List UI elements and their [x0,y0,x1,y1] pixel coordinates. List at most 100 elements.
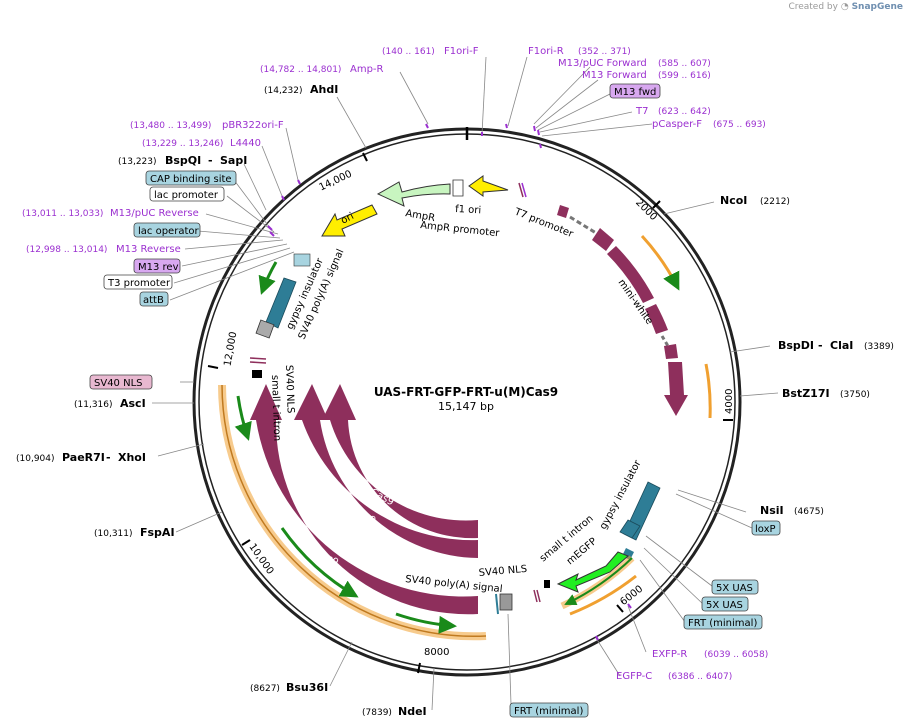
orange-arc-3 [569,574,637,616]
mini-white-seg-4[interactable] [645,304,668,334]
orange-arc-1 [640,234,680,291]
sv40nls-mark-b [536,589,541,603]
box-lac-promoter[interactable]: lac promoter [154,190,219,201]
site-clai[interactable]: ClaI [830,339,853,352]
primer-m13-fwd-coord: (599 .. 616) [658,71,711,81]
site-nsii[interactable]: NsiI [760,504,784,517]
site-asci-coord: (11,316) [74,400,113,410]
site-ahdi[interactable]: AhdI [310,83,338,96]
site-fspai[interactable]: FspAI [140,526,175,539]
site-bstz17i-coord: (3750) [840,390,870,400]
label-sv40-nls-2: SV40 NLS [478,564,527,579]
primer-l4440-coord: (13,229 .. 13,246) [142,139,223,149]
green-arrow-3 [395,612,457,634]
frt-mark-bottom [495,593,499,615]
primer-ticks [267,123,632,641]
primer-t7-coord: (623 .. 642) [658,107,711,117]
box-m13rev[interactable]: M13 rev [138,262,179,273]
box-lac-operator[interactable]: lac operator [138,226,199,237]
box-m13fwd[interactable]: M13 fwd [614,87,656,98]
green-arrow-1 [234,395,252,441]
box-5xuas-1[interactable]: 5X UAS [716,583,753,594]
primer-ampr: Amp-R [350,64,384,75]
box-frt-minimal-2[interactable]: FRT (minimal) [514,706,583,717]
site-clai-coord: (3389) [864,342,894,352]
f1ori-feature[interactable] [468,175,509,197]
primer-m13puc-rev-coord: (13,011 .. 13,033) [22,209,103,219]
box-t3-promoter[interactable]: T3 promoter [107,278,171,289]
primer-m13-rev: M13 Reverse [116,244,181,255]
mini-white-intron-2 [660,335,670,347]
primer-f1orir: F1ori-R [528,46,564,57]
gypsy-insulator-1[interactable] [265,277,297,329]
sv40nls-mark-left-a [249,357,267,360]
cas9-highlight-line [221,384,487,638]
primer-f1orir-coord: (352 .. 371) [578,47,631,57]
small-t-intron-left [252,370,262,378]
site-bspqi-coord: (13,223) [118,157,157,167]
t7-promoter-mark-2 [521,182,527,198]
primer-exfpr-coord: (6039 .. 6058) [704,650,768,660]
primer-labels: (140 .. 161) F1ori-F F1ori-R (352 .. 371… [22,46,768,682]
box-cap-binding-site[interactable]: CAP binding site [150,174,232,185]
tick-8000: 8000 [424,647,449,658]
mini-white-seg-3[interactable] [607,246,654,303]
box-frt-minimal-1[interactable]: FRT (minimal) [688,618,757,629]
site-bsu36i[interactable]: Bsu36I [286,681,328,694]
mini-white-seg-5[interactable] [664,344,678,359]
site-xhoi[interactable]: XhoI [118,451,146,464]
label-ori: ori [339,211,356,227]
orange-arc-2 [704,363,712,419]
box-loxp[interactable]: loxP [755,524,776,535]
primer-l4440: L4440 [230,138,261,149]
tick-4000: 4000 [724,389,735,414]
primer-egfpc: EGFP-C [616,671,652,682]
site-bsu36i-coord: (8627) [250,684,280,694]
lac-region-box [293,253,311,267]
primer-m13puc-fwd-coord: (585 .. 607) [658,59,711,69]
sv40nls-mark-a [533,589,538,603]
ampr-promoter-feature[interactable] [452,179,464,197]
box-attb[interactable]: attB [143,295,164,306]
credit-brand: SnapGene [851,2,903,12]
mini-white-arrow[interactable] [664,362,688,416]
site-ncoi-coord: (2212) [760,197,790,207]
primer-f1orif: F1ori-F [444,46,479,57]
box-sv40-nls[interactable]: SV40 NLS [94,378,143,389]
snapgene-credit: Created by ◔ SnapGene [788,2,903,12]
plasmid-name: UAS-FRT-GFP-FRT-u(M)Cas9 [374,385,558,399]
sv40-polya-1-box[interactable] [255,319,275,339]
site-ncoi[interactable]: NcoI [720,194,747,207]
mini-white-seg-2[interactable] [592,228,614,251]
box-5xuas-2[interactable]: 5X UAS [706,600,743,611]
label-sv40-nls-1: SV40 NLS [283,365,296,414]
site-labels: (14,232) AhdI (13,223) BspQI - SapI NcoI… [16,83,894,718]
cas9-middle-arc[interactable] [294,384,478,558]
site-sapi[interactable]: SapI [220,154,247,167]
primer-pbr322-coord: (13,480 .. 13,499) [130,121,211,131]
primer-ampr-coord: (14,782 .. 14,801) [260,65,341,75]
cas9-inner-arc[interactable] [322,384,478,539]
primer-f1orif-coord: (140 .. 161) [382,47,435,57]
snapgene-logo-icon: ◔ [840,2,849,12]
green-arrow-2 [280,527,359,598]
site-paer7i[interactable]: PaeR7I [62,451,105,464]
site-ndei[interactable]: NdeI [398,705,427,718]
site-asci[interactable]: AscI [120,397,146,410]
primer-m13puc-rev: M13/pUC Reverse [110,208,199,219]
mini-white-seg-1[interactable] [557,205,569,218]
site-paer7i-sep: - [106,451,111,464]
ampr-feature[interactable] [376,181,451,207]
megfp-feature[interactable] [556,551,629,593]
cas9-outer-arc[interactable] [250,384,478,615]
gypsy-insulator-2b[interactable] [619,519,641,539]
primer-exfpr: EXFP-R [652,649,687,660]
site-bspqi[interactable]: BspQI [165,154,201,167]
primer-egfpc-coord: (6386 .. 6407) [668,672,732,682]
ori-feature[interactable] [321,204,378,237]
sv40-polya-box[interactable] [499,593,513,611]
site-bspdi[interactable]: BspDI [778,339,814,352]
small-t-intron-mark [544,580,550,588]
site-ahdi-coord: (14,232) [264,86,303,96]
site-bstz17i[interactable]: BstZ17I [782,387,830,400]
